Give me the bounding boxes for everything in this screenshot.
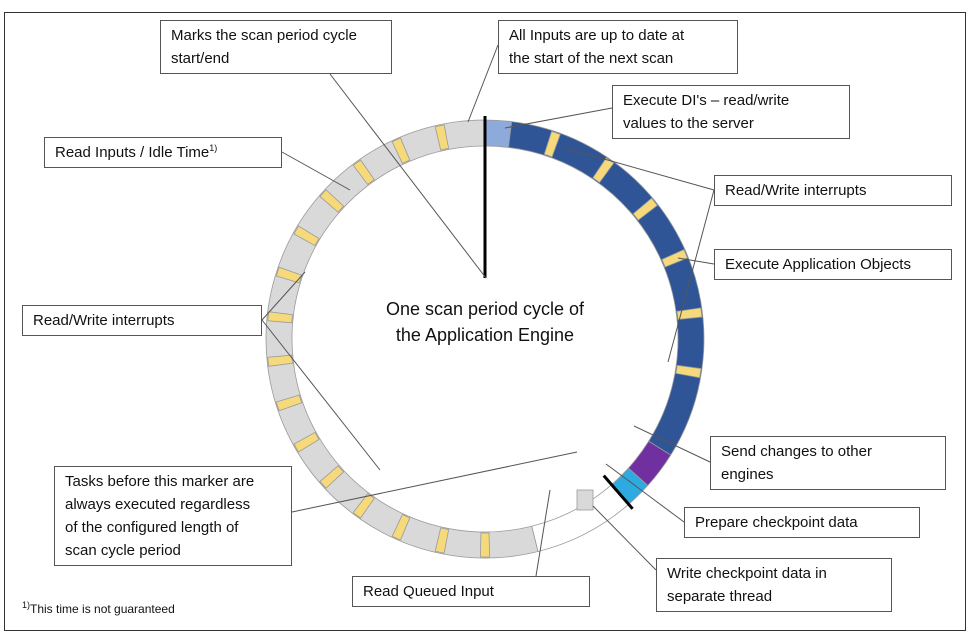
callout-prepare-checkpoint: Prepare checkpoint data	[684, 507, 920, 538]
callout-send-changes-line-1: Send changes to other	[721, 443, 872, 460]
callout-scan-marker: Marks the scan period cycle start/end	[160, 20, 392, 74]
interrupt-marker-read-4	[352, 492, 375, 519]
callout-send-changes: Send changes to other engines	[710, 436, 946, 490]
footnote-mark: 1)	[22, 600, 31, 610]
callout-execute-dis-line-1: Execute DI's – read/write	[623, 92, 790, 109]
callout-inputs-line-1: All Inputs are up to date at	[509, 27, 685, 44]
diagram-frame	[4, 12, 966, 631]
callout-tasks-marker-line-1: Tasks before this marker are	[65, 473, 255, 490]
footnote: 1)This time is not guaranteed	[22, 600, 175, 617]
leader-lines	[261, 44, 715, 577]
leader-read-queued	[535, 489, 551, 577]
leader-rw-interrupts-right	[564, 147, 715, 191]
interrupt-marker-exec-3	[632, 197, 658, 221]
callout-read-queued: Read Queued Input	[352, 576, 590, 607]
center-label-line-1: One scan period cycle of	[385, 299, 585, 319]
checkpoint-thread-box	[576, 489, 594, 511]
interrupt-marker-read-11	[293, 225, 320, 247]
center-label-line-2: the Application Engine	[395, 325, 575, 345]
tasks-marker	[602, 474, 634, 510]
interrupt-marker-exec-4	[661, 249, 688, 268]
callout-scan-marker-line-2: start/end	[171, 50, 230, 67]
interrupt-marker-read-6	[293, 431, 320, 453]
callout-write-checkpoint-line-2: separate thread	[667, 588, 773, 605]
leader-execute-dis	[504, 107, 613, 129]
leader-scan-marker	[329, 73, 487, 279]
leader-send-changes	[633, 425, 711, 463]
interrupt-marker-read-13	[352, 159, 375, 186]
leader-tasks-marker	[291, 451, 578, 513]
callout-tasks-marker-line-2: always executed regardless	[65, 496, 251, 513]
callout-write-checkpoint-line-1: Write checkpoint data in	[667, 565, 827, 582]
interrupt-marker-exec-1	[543, 130, 561, 158]
interrupt-marker-exec-5	[676, 307, 703, 320]
callout-read-inputs-text: Read Inputs / Idle Time	[55, 144, 210, 161]
callout-execute-dis-line-2: values to the server	[623, 115, 754, 132]
interrupt-marker-read-12	[319, 189, 345, 213]
callout-tasks-marker-line-4: scan cycle period	[65, 542, 181, 559]
center-label: One scan period cycle of the Application…	[340, 296, 630, 348]
footnote-text: This time is not guaranteed	[30, 602, 175, 616]
scan-cycle-ring	[265, 116, 705, 559]
callout-execute-app-objects-text: Execute Application Objects	[725, 256, 911, 273]
segment-execute-di	[484, 119, 513, 148]
interrupt-marker-read-1	[480, 532, 490, 558]
leader-rw-interrupts-left	[261, 271, 306, 321]
callout-send-changes-line-2: engines	[721, 466, 774, 483]
leader-write-checkpoint	[592, 505, 657, 571]
callout-tasks-marker: Tasks before this marker are always exec…	[54, 466, 292, 566]
callout-read-inputs: Read Inputs / Idle Time1)	[44, 137, 282, 168]
leader-inputs-up-to-date	[467, 44, 499, 123]
callout-rw-interrupts-right-text: Read/Write interrupts	[725, 182, 867, 199]
interrupt-marker-exec-6	[675, 364, 702, 379]
callout-prepare-checkpoint-text: Prepare checkpoint data	[695, 514, 858, 531]
interrupt-marker-read-15	[434, 124, 450, 151]
callout-execute-dis: Execute DI's – read/write values to the …	[612, 85, 850, 139]
interrupt-marker-read-9	[267, 311, 293, 324]
footnote-reference: 1)	[209, 143, 218, 153]
leader-execute-app-objects	[677, 257, 715, 265]
leader-prepare-checkpoint	[605, 463, 685, 523]
callout-rw-interrupts-left: Read/Write interrupts	[22, 305, 262, 336]
leader-rw-interrupts-right-2	[667, 189, 715, 363]
interrupt-marker-read-2	[434, 527, 450, 554]
callout-write-checkpoint: Write checkpoint data in separate thread	[656, 558, 892, 612]
interrupt-marker-exec-2	[592, 157, 615, 184]
leader-rw-interrupts-left-2	[261, 319, 381, 471]
callout-rw-interrupts-left-text: Read/Write interrupts	[33, 312, 175, 329]
interrupt-marker-read-8	[267, 354, 293, 367]
callout-inputs-up-to-date: All Inputs are up to date at the start o…	[498, 20, 738, 74]
callout-read-queued-text: Read Queued Input	[363, 583, 494, 600]
interrupt-marker-read-5	[319, 465, 345, 489]
callout-execute-app-objects: Execute Application Objects	[714, 249, 952, 280]
interrupt-marker-read-3	[391, 514, 411, 541]
callout-tasks-marker-line-3: of the configured length of	[65, 519, 239, 536]
interrupt-marker-read-7	[275, 394, 303, 412]
callout-rw-interrupts-right: Read/Write interrupts	[714, 175, 952, 206]
callout-scan-marker-line-1: Marks the scan period cycle	[171, 27, 357, 44]
callout-inputs-line-2: the start of the next scan	[509, 50, 674, 67]
interrupt-marker-read-14	[391, 137, 411, 164]
leader-read-inputs	[281, 151, 351, 191]
